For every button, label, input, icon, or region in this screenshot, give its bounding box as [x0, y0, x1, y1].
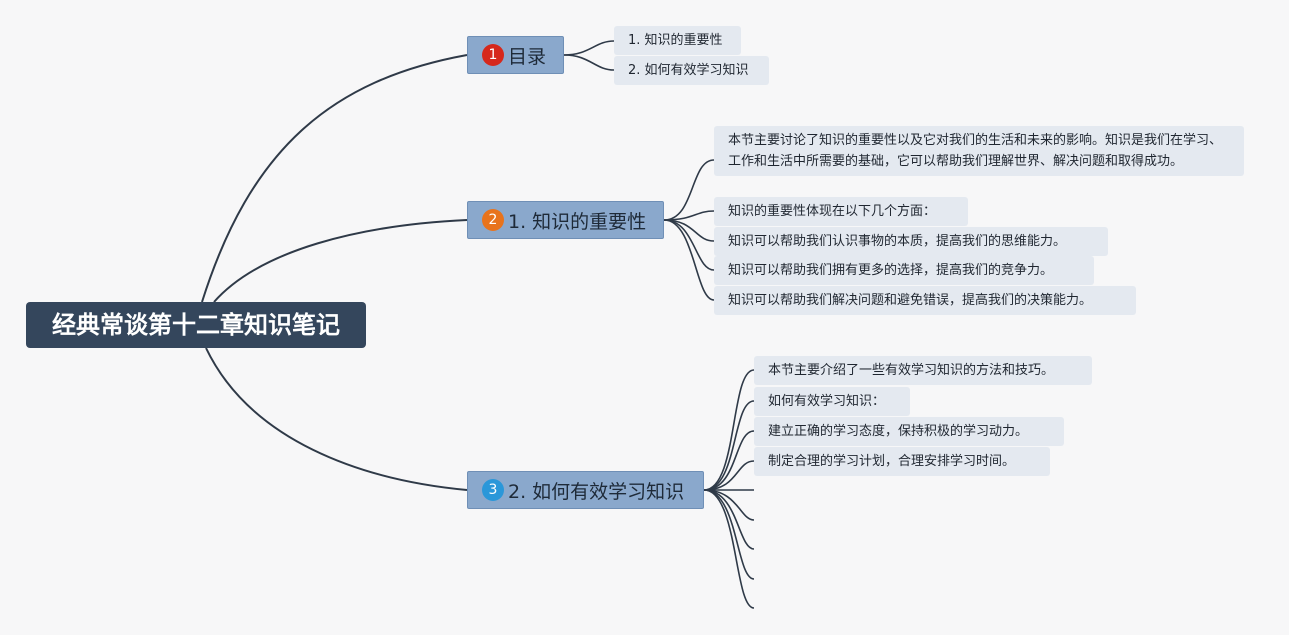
leaf-node-importance-5[interactable]: 知识可以帮助我们解决问题和避免错误，提高我们的决策能力。: [714, 286, 1136, 315]
connector-root-branch1: [201, 54, 468, 303]
branch-label: 2. 如何有效学习知识: [508, 480, 685, 503]
leaf-node-learning-3[interactable]: 建立正确的学习态度，保持积极的学习动力。: [754, 417, 1064, 446]
branch-label: 目录: [508, 45, 547, 68]
branch-node-learning[interactable]: 3 2. 如何有效学习知识: [467, 471, 704, 509]
leaf-node-learning-1[interactable]: 本节主要介绍了一些有效学习知识的方法和技巧。: [754, 356, 1092, 385]
leaf-node-importance-3[interactable]: 知识可以帮助我们认识事物的本质，提高我们的思维能力。: [714, 227, 1108, 256]
badge-number-icon: 1: [482, 44, 504, 66]
connector-root-branch3: [205, 347, 468, 491]
leaf-node-importance-1[interactable]: 本节主要讨论了知识的重要性以及它对我们的生活和未来的影响。知识是我们在学习、工作…: [714, 126, 1244, 176]
branch-node-toc[interactable]: 1 目录: [467, 36, 564, 74]
leaf-node-importance-4[interactable]: 知识可以帮助我们拥有更多的选择，提高我们的竞争力。: [714, 256, 1094, 285]
leaf-node-toc-1[interactable]: 1. 知识的重要性: [614, 26, 741, 55]
leaf-node-toc-2[interactable]: 2. 如何有效学习知识: [614, 56, 769, 85]
badge-number-icon: 3: [482, 479, 504, 501]
branch-node-importance[interactable]: 2 1. 知识的重要性: [467, 201, 664, 239]
leaf-node-learning-2[interactable]: 如何有效学习知识：: [754, 387, 910, 416]
connector-root-branch2: [213, 219, 468, 303]
root-node[interactable]: 经典常谈第十二章知识笔记: [26, 302, 366, 348]
branch-label: 1. 知识的重要性: [508, 210, 647, 233]
leaf-node-learning-4[interactable]: 制定合理的学习计划，合理安排学习时间。: [754, 447, 1050, 476]
leaf-node-importance-2[interactable]: 知识的重要性体现在以下几个方面：: [714, 197, 968, 226]
badge-number-icon: 2: [482, 209, 504, 231]
